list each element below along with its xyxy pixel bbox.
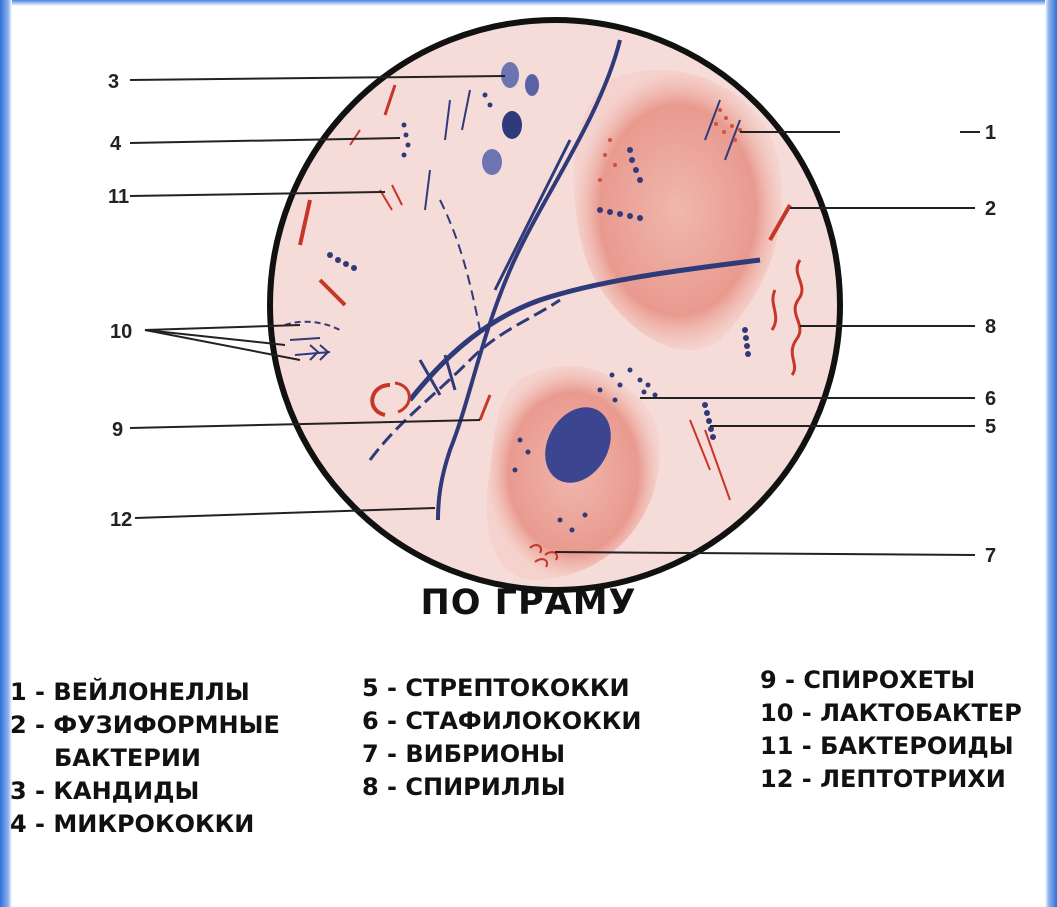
legend-item-6: 6 - СТАФИЛОКОККИ	[362, 705, 642, 738]
legend-column-3: 9 - СПИРОХЕТЫ 10 - ЛАКТОБАКТЕР 11 - БАКТ…	[760, 664, 1022, 796]
callout-1: 1	[985, 122, 996, 144]
candida-cell	[501, 62, 519, 88]
legend-item-1: 1 - ВЕЙЛОНЕЛЛЫ	[10, 676, 280, 709]
legend-item-10: 10 - ЛАКТОБАКТЕР	[760, 697, 1022, 730]
callout-3: 3	[108, 71, 119, 93]
legend-item-7: 7 - ВИБРИОНЫ	[362, 738, 642, 771]
legend-item-8: 8 - СПИРИЛЛЫ	[362, 771, 642, 804]
legend-item-9: 9 - СПИРОХЕТЫ	[760, 664, 1022, 697]
callout-12: 12	[110, 509, 132, 531]
legend-column-1: 1 - ВЕЙЛОНЕЛЛЫ 2 - ФУЗИФОРМНЫЕ БАКТЕРИИ …	[10, 676, 280, 841]
callout-10: 10	[110, 321, 132, 343]
diagram-title: ПО ГРАМУ	[0, 583, 1057, 623]
callout-5: 5	[985, 416, 996, 438]
callout-4: 4	[110, 133, 122, 155]
legend-item-12: 12 - ЛЕПТОТРИХИ	[760, 763, 1022, 796]
legend-item-3: 3 - КАНДИДЫ	[10, 775, 280, 808]
candida-cell	[482, 149, 502, 175]
microscope-field	[270, 20, 840, 590]
candida-cell	[525, 74, 539, 96]
callout-7: 7	[985, 545, 996, 567]
candida-cell	[502, 111, 522, 139]
legend-item-4: 4 - МИКРОКОККИ	[10, 808, 280, 841]
legend-item-2: 2 - ФУЗИФОРМНЫЕ	[10, 709, 280, 742]
legend-item-11: 11 - БАКТЕРОИДЫ	[760, 730, 1022, 763]
callout-2: 2	[985, 198, 996, 220]
callout-6: 6	[985, 388, 996, 410]
legend-item-5: 5 - СТРЕПТОКОККИ	[362, 672, 642, 705]
legend-column-2: 5 - СТРЕПТОКОККИ 6 - СТАФИЛОКОККИ 7 - ВИ…	[362, 672, 642, 804]
callout-8: 8	[985, 316, 996, 338]
callout-9: 9	[112, 419, 123, 441]
callout-11: 11	[108, 186, 129, 208]
legend-item-2-continued: БАКТЕРИИ	[10, 742, 280, 775]
